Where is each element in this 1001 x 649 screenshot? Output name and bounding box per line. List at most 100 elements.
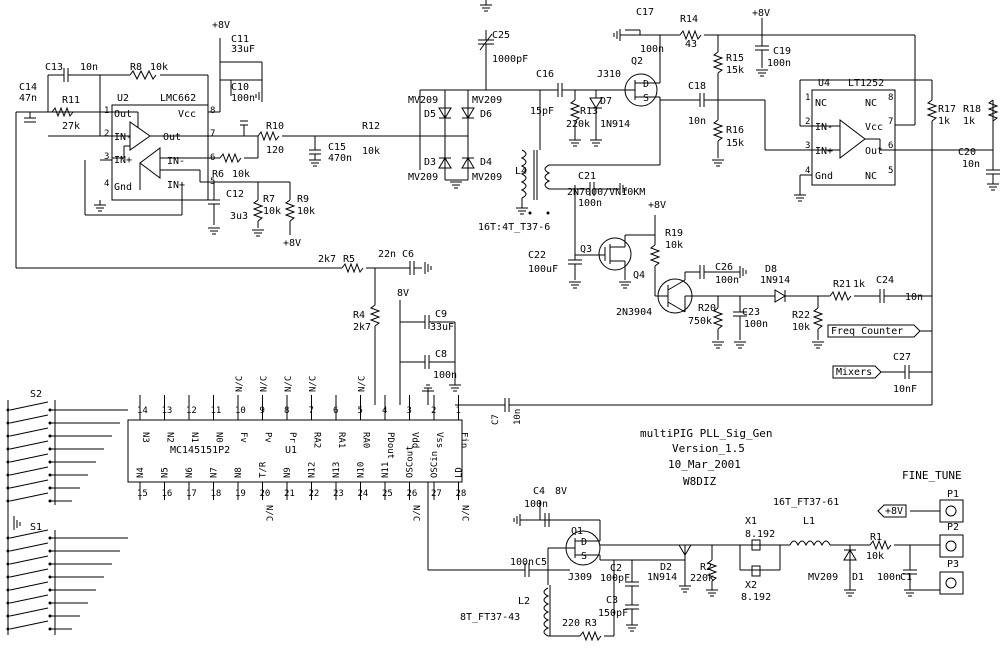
l2-val: 8T_FT37-43 — [460, 612, 520, 623]
u1-pin-name: N1 — [189, 432, 199, 443]
mixers-port[interactable] — [832, 365, 882, 379]
nc-label: N/C — [358, 376, 368, 392]
u1-pin-num: 16 — [162, 489, 173, 499]
p1-connector[interactable] — [939, 499, 964, 523]
q2-val: J310 — [597, 69, 621, 80]
c25-val: 1000pF — [492, 54, 528, 65]
q2-pin-s: S — [643, 93, 649, 104]
fine-tune-connectors: FINE_TUNE +8V P1 P2 P3 — [877, 469, 964, 595]
r14-ref: R14 — [680, 14, 698, 25]
switch-lever[interactable] — [9, 440, 49, 450]
switch-lever[interactable] — [9, 620, 49, 630]
c10-ref: C10 — [231, 82, 249, 93]
u1-pin-name: Pv — [263, 432, 273, 443]
l2-ref: L2 — [518, 596, 530, 607]
q3-val: 2N7000/VN10KM — [567, 187, 645, 198]
switch-lever[interactable] — [9, 529, 49, 539]
u1-pin-num: 11 — [211, 406, 222, 416]
u2-pin1: 1 — [104, 106, 109, 116]
u1-pin-num: 21 — [284, 489, 295, 499]
r21-val: 1k — [853, 279, 865, 290]
switch-lever[interactable] — [9, 555, 49, 565]
switch-lever[interactable] — [9, 581, 49, 591]
switch-lever[interactable] — [9, 414, 49, 424]
r13-val: 220k — [566, 119, 590, 130]
p2-connector[interactable] — [939, 534, 964, 558]
switch-lever[interactable] — [9, 594, 49, 604]
u4-p6: 6 — [888, 141, 893, 151]
q1-pin-d: D — [581, 537, 587, 548]
r18-ref: R18 — [963, 104, 981, 115]
switch-lever[interactable] — [9, 427, 49, 437]
r5-ref: R5 — [343, 254, 355, 265]
u1-pin-name: N8 — [234, 467, 244, 478]
u1-pin-name: RA0 — [361, 432, 371, 448]
d8-val: 1N914 — [760, 275, 790, 286]
u4-lt1252: U4 LT1252 NC NC IN- Vcc IN+ Out Gnd NC 1… — [793, 78, 1000, 375]
q4-ref: Q4 — [633, 270, 645, 281]
r3-val: 220 — [562, 618, 580, 629]
s1-dip-switch[interactable]: S1 — [6, 505, 129, 635]
u1-pin-name: N12 — [308, 462, 318, 478]
d8-ref: D8 — [765, 264, 777, 275]
u1-pin-num: 13 — [162, 406, 173, 416]
r11-ref: R11 — [62, 95, 80, 106]
r21-ref: R21 — [833, 279, 851, 290]
switch-lever[interactable] — [9, 542, 49, 552]
c11-ref: C11 — [231, 34, 249, 45]
u1-part: MC145151P2 — [170, 445, 230, 456]
c9-ref: C9 — [435, 309, 447, 320]
switch-lever[interactable] — [9, 492, 49, 502]
switch-lever[interactable] — [9, 607, 49, 617]
u1-top-pins: 14N313N212N111N010FvN/C9PvN/C8PrN/C7RA2N… — [137, 376, 469, 459]
u1-pin-name: N3 — [140, 432, 150, 443]
u2-pin7: 7 — [210, 129, 215, 139]
u4-p2: 2 — [805, 117, 810, 127]
c19-val: 100n — [767, 58, 791, 69]
r9-val: 10k — [297, 206, 315, 217]
loop-filter: 2k7 R5 22n C6 R4 2k7 8V C9 33uF C8 100n — [318, 249, 462, 405]
u4-nc2: NC — [865, 98, 877, 109]
r3-ref: R3 — [585, 618, 597, 629]
u2-network — [15, 38, 375, 269]
c17-val: 100n — [640, 44, 664, 55]
freq-counter-port[interactable] — [827, 324, 921, 338]
p3-connector[interactable] — [939, 571, 964, 595]
switch-lever[interactable] — [9, 466, 49, 476]
c2-val: 100pF — [600, 573, 630, 584]
c7-ref: C7 — [491, 414, 501, 425]
switch-lever[interactable] — [9, 453, 49, 463]
u4-nc1: NC — [815, 98, 827, 109]
u1-pin-num: 1 — [456, 406, 461, 416]
u4-p8: 8 — [888, 93, 893, 103]
l4-ref: L4 — [515, 166, 527, 177]
r8-val: 10k — [150, 62, 168, 73]
u2-labels: C14 47n C13 10n R8 10k R11 27k +8V C11 3… — [19, 20, 380, 249]
c22-ref: C22 — [528, 250, 546, 261]
d4-ref: D4 — [480, 157, 492, 168]
nc-label: N/C — [460, 505, 470, 521]
switch-lever[interactable] — [9, 401, 49, 411]
switch-lever[interactable] — [9, 568, 49, 578]
u2-pin-inm: IN- — [114, 132, 132, 143]
s2-dip-switch[interactable]: S2 — [6, 389, 129, 505]
r17-val: 1k — [938, 116, 950, 127]
c19-ref: C19 — [773, 46, 791, 57]
r12-val: 10k — [362, 146, 380, 157]
switch-lever[interactable] — [9, 479, 49, 489]
r6-val: 10k — [232, 169, 250, 180]
u4-nc3: NC — [865, 171, 877, 182]
u4-p5: 5 — [888, 166, 893, 176]
d4-val: MV209 — [472, 172, 502, 183]
u1-pin-num: 24 — [358, 489, 369, 499]
u1-pin-name: Fv — [238, 432, 248, 443]
u1-pin-num: 17 — [186, 489, 197, 499]
q2-oscillator: D S C17 100n R14 43 +8V C19 100n R15 15k… — [530, 7, 916, 167]
u2-pin-gnd: Gnd — [114, 182, 132, 193]
u1-pin-name: Fin — [459, 432, 469, 448]
u1-pin-num: 15 — [137, 489, 148, 499]
r16-val: 15k — [726, 138, 744, 149]
c16-val: 15pF — [530, 106, 554, 117]
d1-val: MV209 — [808, 572, 838, 583]
u4-opamp-symbol — [839, 118, 866, 160]
